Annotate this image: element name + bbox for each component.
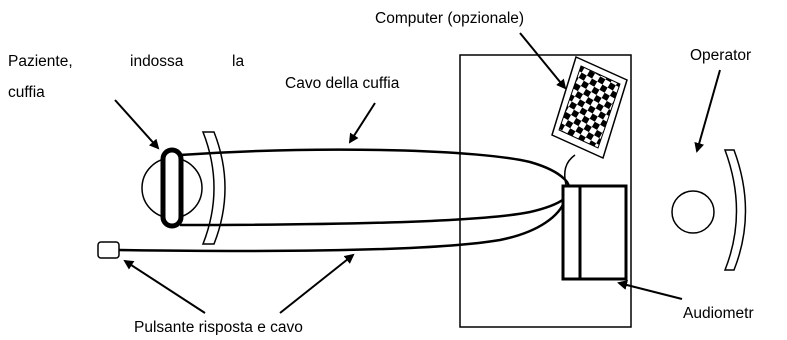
label-response-button: Pulsante risposta e cavo bbox=[134, 319, 303, 335]
operator-head bbox=[671, 190, 715, 234]
arrow-operator bbox=[694, 69, 721, 153]
label-patient-word2: indossa bbox=[130, 53, 184, 70]
label-computer: Computer (opzionale) bbox=[375, 10, 524, 27]
arrow-computer bbox=[519, 32, 567, 90]
response-button bbox=[97, 241, 120, 259]
arrow-patient bbox=[114, 99, 160, 150]
label-patient-line2: cuffia bbox=[8, 84, 45, 101]
headphone-cable-upper bbox=[179, 148, 570, 192]
arrow-response-button bbox=[123, 259, 206, 314]
computer bbox=[551, 55, 628, 186]
operator-figure bbox=[671, 149, 747, 271]
label-audiometer: Audiometr bbox=[683, 305, 754, 322]
label-headphone-cable: Cavo della cuffia bbox=[285, 75, 400, 92]
headphone-cable-lower bbox=[179, 188, 570, 227]
label-patient-word1: Paziente, bbox=[8, 53, 73, 70]
arrow-audiometer bbox=[617, 280, 683, 300]
operator-face-shield bbox=[723, 149, 747, 271]
computer-screen bbox=[558, 65, 621, 149]
arrow-headphone-cable bbox=[348, 102, 376, 144]
audiometer bbox=[561, 184, 628, 281]
headphone-band bbox=[160, 147, 184, 229]
patient-figure bbox=[141, 131, 226, 245]
computer-cable bbox=[563, 154, 576, 186]
label-patient-word3: la bbox=[232, 53, 244, 70]
response-cable bbox=[118, 199, 567, 253]
audiometer-body bbox=[561, 184, 628, 281]
label-operator: Operator bbox=[690, 47, 751, 64]
arrow-response-cable bbox=[279, 253, 355, 314]
patient-face-shield bbox=[201, 131, 226, 245]
desk bbox=[459, 54, 632, 328]
